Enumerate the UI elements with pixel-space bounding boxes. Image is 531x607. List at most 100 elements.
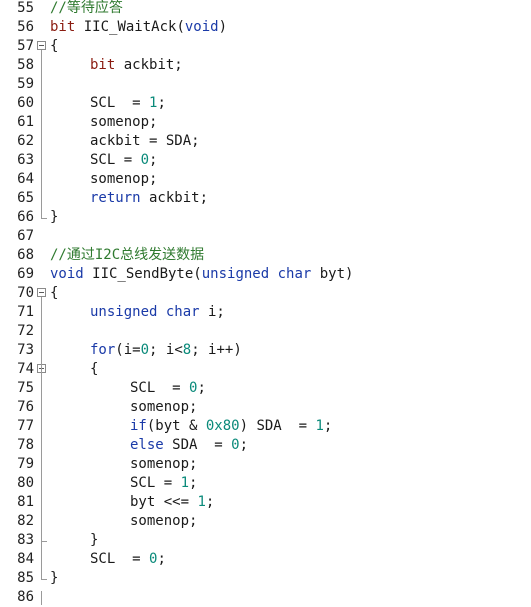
line-number: 59	[17, 76, 34, 92]
code-line[interactable]: 62 ackbit = SDA;	[0, 132, 531, 151]
code-line[interactable]: 76 somenop;	[0, 398, 531, 417]
code-token-type: unsigned char	[201, 266, 312, 282]
line-number: 63	[17, 152, 34, 168]
code-line[interactable]: 71 unsigned char i;	[0, 303, 531, 322]
line-number: 56	[17, 19, 34, 35]
code-token-kw: bit	[90, 57, 116, 73]
code-token-id: ;	[157, 95, 166, 111]
line-number: 73	[17, 342, 34, 358]
code-token-id: }	[50, 209, 59, 225]
line-number: 67	[17, 228, 34, 244]
code-text: SCL = 0;	[90, 151, 157, 170]
code-token-id: ; i++)	[191, 342, 242, 358]
code-line[interactable]: 85}	[0, 569, 531, 588]
code-text: somenop;	[90, 113, 157, 132]
code-text: {	[50, 37, 58, 56]
code-line[interactable]: 83}	[0, 531, 531, 550]
line-number: 74	[17, 361, 34, 377]
code-token-id: ;	[157, 551, 166, 567]
code-text: //等待应答	[50, 0, 123, 18]
code-token-id: somenop;	[130, 513, 198, 529]
code-token-id: somenop;	[90, 171, 158, 187]
code-text: for(i=0; i<8; i++)	[90, 341, 242, 360]
code-text: ackbit = SDA;	[90, 132, 200, 151]
fold-guide-line	[41, 50, 42, 218]
code-line[interactable]: 61 somenop;	[0, 113, 531, 132]
code-text: somenop;	[130, 398, 197, 417]
code-text: }	[50, 569, 58, 588]
line-number: 76	[17, 399, 34, 415]
line-number: 58	[17, 57, 34, 73]
code-token-id: ;	[239, 437, 249, 453]
fold-end-marker	[41, 541, 47, 542]
code-token-type: if	[130, 418, 147, 434]
code-line[interactable]: 70{	[0, 284, 531, 303]
line-number: 66	[17, 209, 34, 225]
code-token-id: somenop;	[90, 114, 158, 130]
code-line[interactable]: 74 {	[0, 360, 531, 379]
fold-guide-line	[41, 591, 42, 605]
code-line[interactable]: 73 for(i=0; i<8; i++)	[0, 341, 531, 360]
line-number: 62	[17, 133, 34, 149]
code-line[interactable]: 67	[0, 227, 531, 246]
code-token-id: byt <<=	[130, 494, 198, 510]
code-text: somenop;	[130, 512, 197, 531]
code-text: SCL = 0;	[130, 379, 206, 398]
code-token-id: {	[50, 38, 59, 54]
code-token-id: somenop;	[130, 456, 198, 472]
code-token-id: SDA =	[163, 437, 232, 453]
line-number: 61	[17, 114, 34, 130]
code-line[interactable]: 66}	[0, 208, 531, 227]
code-token-id: }	[50, 570, 59, 586]
code-line[interactable]: 72	[0, 322, 531, 341]
code-text: return ackbit;	[90, 189, 208, 208]
line-number: 85	[17, 570, 34, 586]
code-text: //通过I2C总线发送数据	[50, 246, 204, 265]
fold-minus-icon[interactable]	[37, 41, 46, 50]
code-token-id: IIC_SendByte(	[83, 266, 202, 282]
code-text: somenop;	[90, 170, 157, 189]
line-number: 69	[17, 266, 34, 282]
code-text: }	[50, 208, 58, 227]
code-text: {	[90, 360, 98, 379]
code-line[interactable]: 68//通过I2C总线发送数据	[0, 246, 531, 265]
fold-minus-icon[interactable]	[37, 288, 46, 297]
code-text: byt <<= 1;	[130, 493, 214, 512]
code-token-id: ;	[197, 380, 206, 396]
code-token-cm: //通过I2C总线发送数据	[50, 247, 205, 263]
code-text: SCL = 1;	[90, 94, 166, 113]
code-text: unsigned char i;	[90, 303, 225, 322]
code-line[interactable]: 57{	[0, 37, 531, 56]
code-token-id: ;	[205, 494, 215, 510]
line-number: 75	[17, 380, 34, 396]
code-line[interactable]: 55//等待应答	[0, 0, 531, 18]
code-text: somenop;	[130, 455, 197, 474]
code-token-id: ;	[149, 152, 158, 168]
code-token-kw: bit	[50, 19, 76, 35]
code-token-id: SCL =	[130, 380, 190, 396]
line-number: 72	[17, 323, 34, 339]
line-number: 71	[17, 304, 34, 320]
code-line[interactable]: 59	[0, 75, 531, 94]
code-line[interactable]: 63 SCL = 0;	[0, 151, 531, 170]
code-token-id: {	[90, 361, 99, 377]
line-number: 78	[17, 437, 34, 453]
code-token-num: 0	[149, 551, 158, 567]
code-token-id: (i=	[115, 342, 141, 358]
code-line[interactable]: 86	[0, 588, 531, 607]
code-line[interactable]: 75 SCL = 0;	[0, 379, 531, 398]
